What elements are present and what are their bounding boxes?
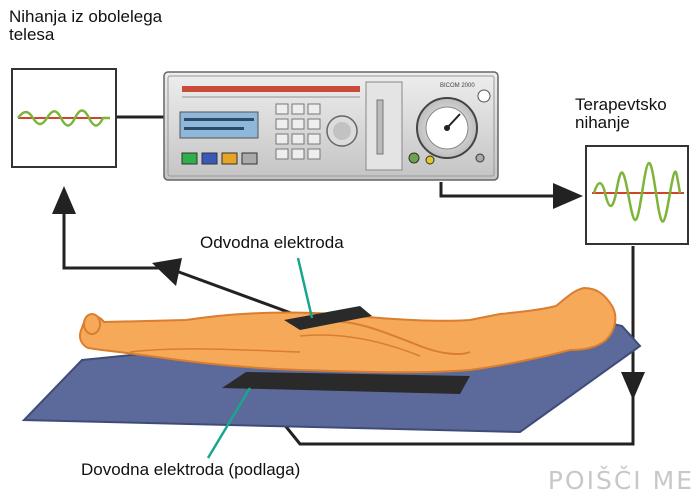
weak-wave: [17, 109, 110, 127]
body-oscillation-label: Nihanja iz obolelega telesa: [9, 8, 162, 44]
bicom-device: BICOM 2000: [163, 71, 499, 181]
device-brand: BICOM 2000: [440, 83, 475, 89]
therapeutic-oscillation-monitor: [585, 145, 689, 245]
watermark: POIŠČI ME: [547, 466, 694, 495]
input-electrode-pointer: [206, 387, 252, 459]
therapeutic-label-line1: Terapevtsko: [575, 95, 667, 114]
therapeutic-oscillation-label: Terapevtsko nihanje: [575, 96, 667, 132]
output-electrode: [284, 306, 372, 330]
device-mode-buttons: [181, 152, 258, 165]
output-electrode-label: Odvodna elektroda: [200, 233, 344, 252]
therapeutic-label-line2: nihanje: [575, 113, 630, 132]
arrow-left-icon: [152, 258, 182, 286]
device-keypad: [275, 103, 321, 160]
line-device-to-right-monitor: [439, 182, 560, 198]
body-oscillation-label-line1: Nihanja iz obolelega: [9, 7, 163, 26]
strong-wave: [592, 161, 682, 223]
line-left-vertical: [62, 212, 168, 270]
output-electrode-pointer: [296, 257, 314, 319]
input-electrode-label: Dovodna elektroda (podlaga): [81, 460, 301, 479]
arrow-up-icon: [52, 186, 76, 214]
device-output-jack: [408, 152, 420, 164]
input-electrode-pad: [222, 372, 470, 394]
line-body-to-left-arrow: [167, 266, 311, 322]
arrow-right-icon: [553, 183, 583, 209]
body-oscillation-monitor: [11, 68, 117, 168]
arrow-down-icon: [621, 372, 645, 400]
body-oscillation-label-line2: telesa: [9, 25, 55, 44]
device-lcd-screen: [179, 111, 259, 139]
arrowheads: [52, 183, 645, 400]
